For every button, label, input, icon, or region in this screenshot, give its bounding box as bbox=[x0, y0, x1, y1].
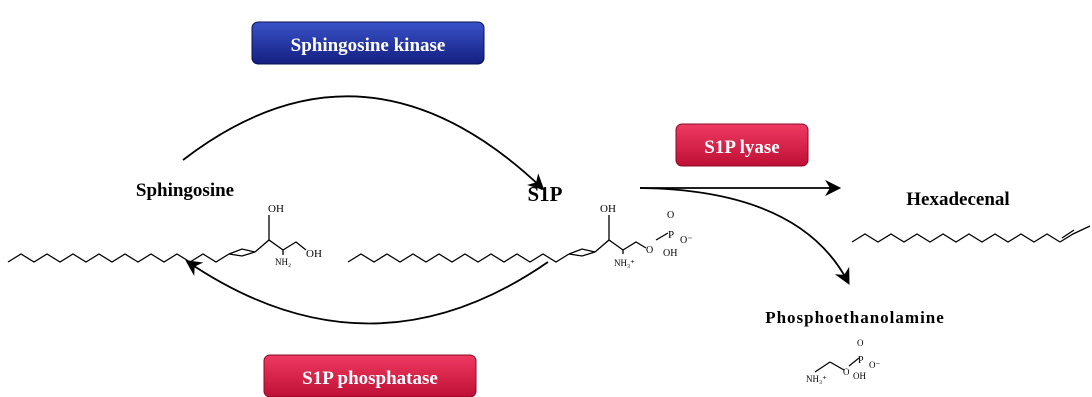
s1p-phosphorus: P bbox=[668, 229, 674, 241]
s1p-phosphatase-label: S1P phosphatase bbox=[302, 368, 438, 389]
s1p-oh-upper: OH bbox=[600, 203, 616, 215]
phosphatase-arrow bbox=[185, 260, 549, 325]
s1p-phosphoryl-o: O bbox=[667, 210, 674, 221]
pea-nh3: NH₃⁺ bbox=[806, 374, 827, 384]
lyase-arrow-phosphoethanolamine bbox=[639, 187, 850, 285]
enzyme-sphingosine-kinase: Sphingosine kinase bbox=[251, 21, 485, 65]
sphingosine-nh2: NH₂ bbox=[275, 257, 291, 267]
sphingosine-structure bbox=[7, 215, 307, 263]
pea-p-oh: OH bbox=[853, 371, 866, 381]
enzyme-s1p-lyase: S1P lyase bbox=[675, 123, 809, 167]
s1p-label: S1P bbox=[527, 182, 562, 206]
phosphoethanolamine-label: Phosphoethanolamine bbox=[765, 308, 945, 327]
hexadecenal-structure bbox=[851, 225, 1091, 243]
s1p-structure bbox=[347, 215, 669, 263]
pea-phosphoryl-o: O bbox=[857, 338, 864, 348]
sphingosine-oh-terminal: OH bbox=[306, 248, 322, 260]
enzyme-s1p-phosphatase: S1P phosphatase bbox=[263, 354, 477, 397]
sphingosine-kinase-label: Sphingosine kinase bbox=[291, 35, 446, 56]
phosphoethanolamine-structure bbox=[814, 357, 860, 373]
s1p-lyase-label: S1P lyase bbox=[704, 137, 779, 158]
s1p-nh3: NH₃⁺ bbox=[614, 258, 635, 268]
pea-ester-o: O bbox=[843, 367, 850, 377]
s1p-ester-o: O bbox=[646, 245, 653, 256]
kinase-arrow bbox=[182, 95, 545, 191]
hexadecenal-label: Hexadecenal bbox=[906, 189, 1009, 210]
pea-phosphorus: P bbox=[858, 355, 864, 366]
sphingosine-oh-upper: OH bbox=[268, 203, 284, 215]
sphingosine-label: Sphingosine bbox=[136, 180, 234, 201]
pea-o-minus: O⁻ bbox=[869, 360, 880, 370]
s1p-o-minus: O⁻ bbox=[680, 235, 693, 246]
s1p-p-oh: OH bbox=[663, 248, 677, 259]
